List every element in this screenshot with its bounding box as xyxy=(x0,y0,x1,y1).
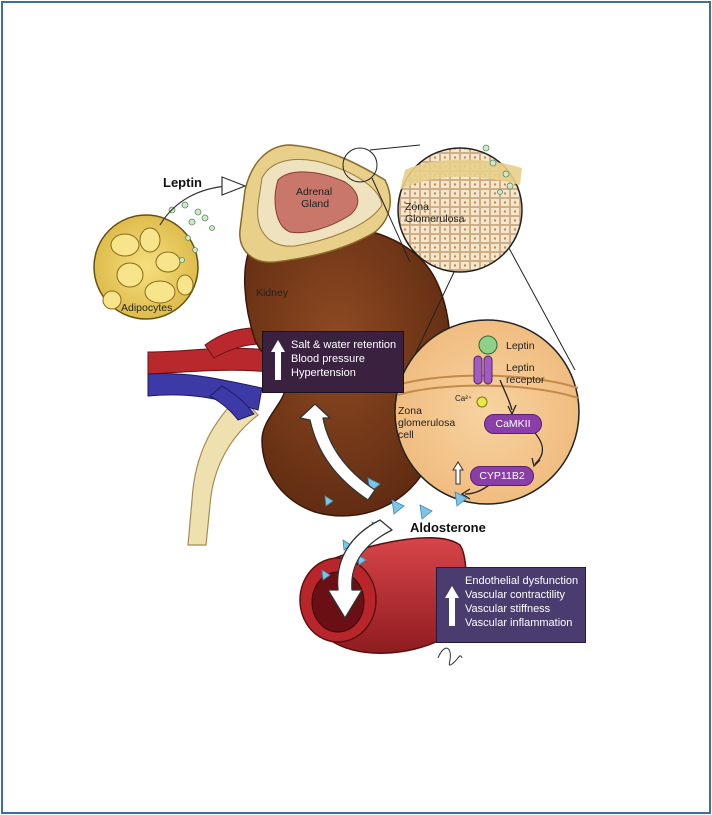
zoom-lines xyxy=(342,144,576,371)
kidney-effect-item: Blood pressure xyxy=(291,353,365,365)
artist-signature xyxy=(437,647,463,666)
vascular-effect-item: Vascular contractility xyxy=(465,589,566,601)
vascular-effect-item: Vascular stiffness xyxy=(465,603,551,615)
leptin-arrow xyxy=(159,176,247,226)
vascular-effect-item: Endothelial dysfunction xyxy=(465,575,579,587)
kidney-effects-box: Salt & water retention Blood pressure Hy… xyxy=(262,331,404,393)
calcium-ion xyxy=(476,396,488,408)
aldosterone-label: Aldosterone xyxy=(410,520,486,535)
leptin-receptor xyxy=(473,335,498,385)
vascular-effects-list: Endothelial dysfunction Vascular contrac… xyxy=(465,574,578,630)
adipocytes-circle xyxy=(93,214,199,320)
kidney-label: Kidney xyxy=(256,287,289,299)
cell-leptin-label: Leptin xyxy=(506,340,535,352)
increase-arrow-icon xyxy=(271,340,285,380)
leptin-label: Leptin xyxy=(163,175,202,190)
ureter xyxy=(187,394,259,546)
aldosterone-flow-arrows xyxy=(299,403,393,619)
increase-arrow-icon xyxy=(445,586,459,626)
kidney-effects-list: Salt & water retention Blood pressure Hy… xyxy=(291,338,396,380)
calcium-label: Ca²⁺ xyxy=(455,394,473,403)
cyp11b2-pill: CYP11B2 xyxy=(470,466,534,486)
adipocytes-label: Adipocytes xyxy=(121,302,173,314)
vascular-effect-item: Vascular inflammation xyxy=(465,617,573,629)
zona-glomerulosa-zoom xyxy=(397,147,523,273)
cyp11b2-up-arrow xyxy=(452,461,464,485)
adrenal-gland xyxy=(239,144,391,263)
kidney-effect-item: Hypertension xyxy=(291,367,356,379)
vascular-effects-box: Endothelial dysfunction Vascular contrac… xyxy=(436,567,586,643)
zg-cell-circle xyxy=(394,319,580,505)
leptin-droplets xyxy=(168,144,514,263)
camkii-pill: CaMKII xyxy=(484,414,542,434)
renal-vessels xyxy=(147,327,273,421)
kidney-effect-item: Salt & water retention xyxy=(291,339,397,351)
